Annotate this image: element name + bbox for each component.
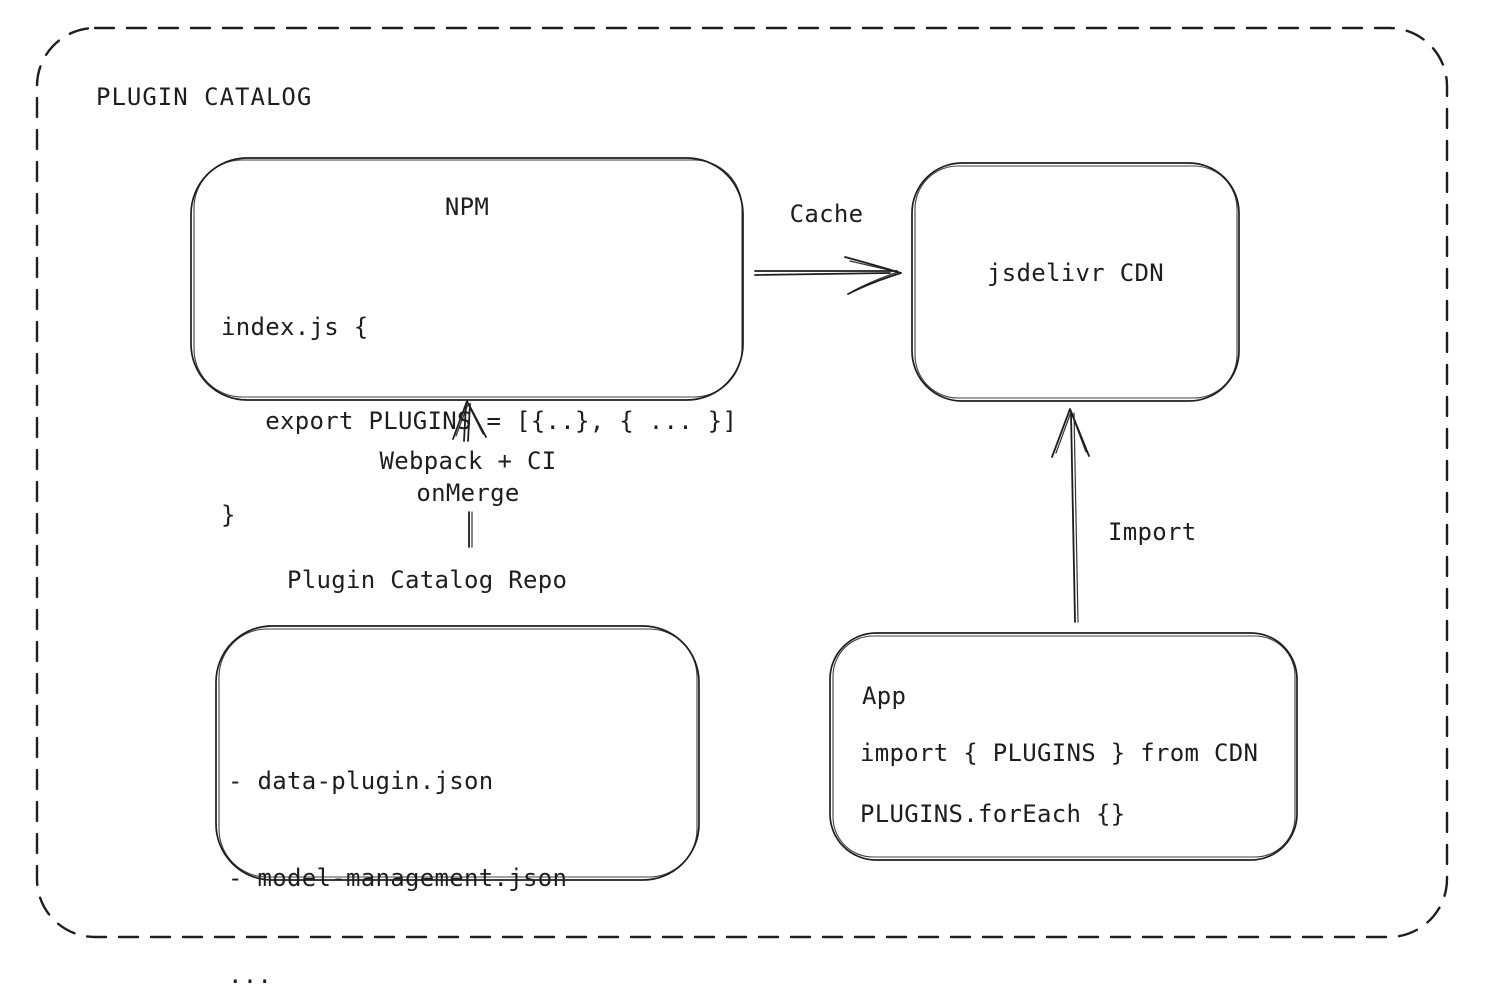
webpack-edge-label-line1: Webpack + CI [379, 447, 557, 475]
npm-code-line: index.js { [221, 313, 369, 341]
cache-edge-label: Cache [789, 200, 864, 228]
plugin-catalog-boundary [35, 26, 1449, 939]
repo-file-item: ... [228, 961, 273, 989]
app-code-line: PLUGINS.forEach {} [860, 800, 1126, 828]
app-box [829, 632, 1298, 861]
import-edge-label: Import [1108, 518, 1197, 546]
import-arrow [1051, 408, 1090, 623]
repo-file-list: - data-plugin.json - model-management.js… [228, 703, 567, 1002]
cache-arrow [754, 256, 902, 295]
connector-line [468, 511, 473, 548]
repo-file-item: - model-management.json [228, 864, 568, 892]
diagram-title: PLUGIN CATALOG [96, 83, 313, 111]
npm-node-title: NPM [444, 193, 490, 221]
cdn-box [911, 162, 1240, 402]
repo-box [215, 625, 700, 881]
npm-box [190, 157, 744, 401]
repo-node-label: Plugin Catalog Repo [287, 566, 568, 594]
webpack-edge-label-line2: onMerge [416, 479, 520, 507]
npm-code-block: index.js { export PLUGINS = [{..}, { ...… [221, 250, 737, 592]
npm-code-line: export PLUGINS = [{..}, { ... }] [221, 407, 738, 435]
cdn-node-title: jsdelivr CDN [987, 259, 1164, 287]
app-code-line: import { PLUGINS } from CDN [860, 739, 1259, 767]
webpack-arrow [452, 400, 487, 442]
npm-code-line: } [221, 501, 236, 529]
repo-file-item: - data-plugin.json [228, 767, 494, 795]
app-node-title: App [862, 682, 907, 710]
